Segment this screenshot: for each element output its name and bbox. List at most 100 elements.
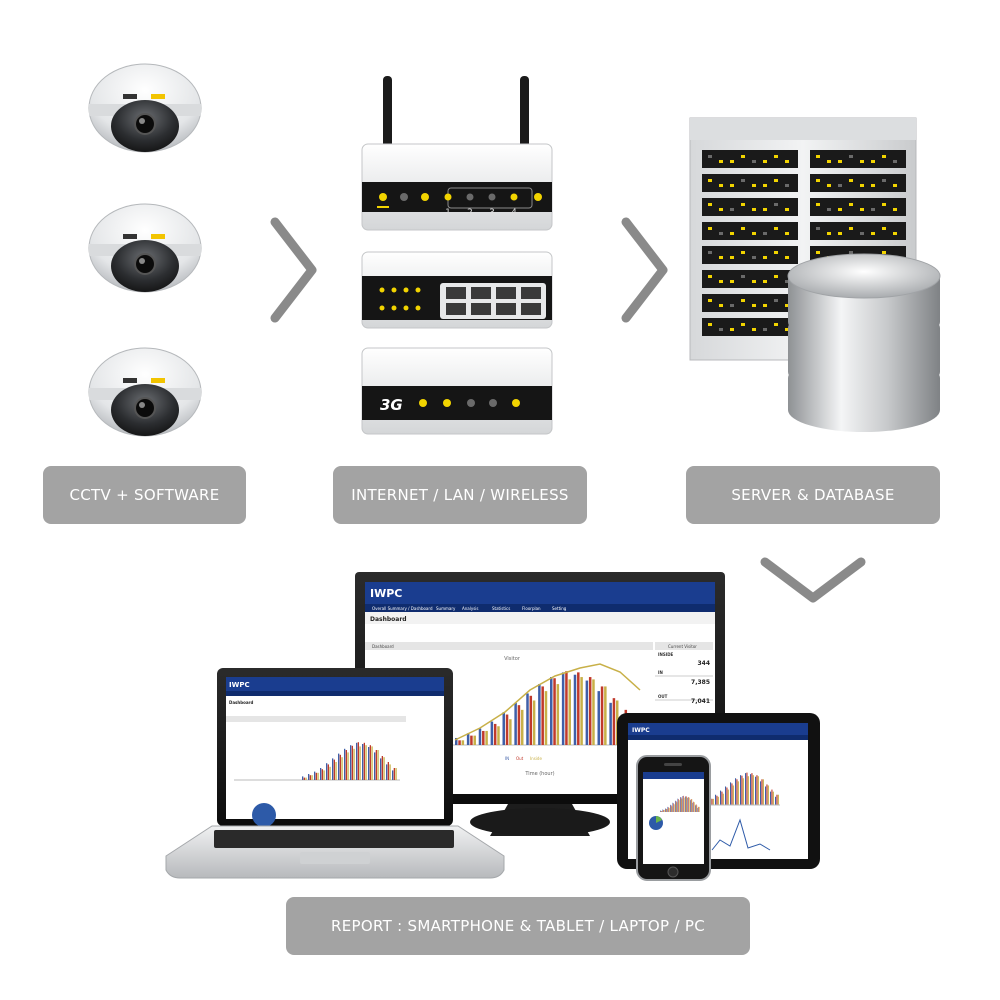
- server-unit: [810, 198, 906, 216]
- chart-bar: [529, 695, 533, 745]
- server-led: [730, 160, 734, 163]
- chart-bar: [514, 702, 517, 745]
- chart-bar: [745, 773, 747, 805]
- chart-bar: [341, 757, 343, 780]
- chart-bar: [309, 775, 311, 780]
- chart-bar: [677, 798, 679, 812]
- server-led: [774, 227, 778, 230]
- server-led: [827, 208, 831, 211]
- chart-bar: [775, 796, 777, 805]
- server-led: [752, 304, 756, 307]
- chart-bar: [374, 752, 376, 780]
- chart-bar: [473, 735, 476, 745]
- chart-bar: [338, 753, 340, 780]
- server-led: [763, 328, 767, 331]
- server-led: [871, 160, 875, 163]
- router-led-row: [444, 193, 542, 201]
- chart-bar: [458, 740, 461, 745]
- chart-bar: [747, 776, 749, 805]
- chart-bar: [520, 709, 524, 745]
- server-led: [730, 184, 734, 187]
- chart-bar: [666, 808, 668, 812]
- chart-bar: [350, 745, 352, 780]
- chart-bar: [502, 712, 505, 745]
- server-led: [719, 184, 723, 187]
- server-led: [763, 160, 767, 163]
- server-led: [838, 208, 842, 211]
- server-unit: [810, 150, 906, 168]
- chart-bar: [663, 809, 664, 812]
- server-led: [774, 155, 778, 158]
- chart-bar: [730, 782, 732, 805]
- server-led: [741, 227, 745, 230]
- stat-value: 7,041: [691, 698, 710, 705]
- chart-bar: [321, 769, 323, 780]
- chart-bar: [377, 750, 379, 780]
- server-led: [763, 280, 767, 283]
- chart-bar: [691, 799, 693, 812]
- server-led: [893, 232, 897, 235]
- cctv-label: CCTV + SOFTWARE: [43, 466, 246, 524]
- server-led: [708, 179, 712, 182]
- chart-bar: [715, 794, 717, 805]
- chart-bar: [597, 691, 600, 745]
- server-led: [882, 203, 886, 206]
- chart-bar: [314, 771, 316, 780]
- chart-bar: [604, 686, 607, 745]
- server-led: [752, 208, 756, 211]
- server-led: [730, 256, 734, 259]
- server-led: [882, 179, 886, 182]
- dashboard-tab[interactable]: Overall Summary / Dashboard: [372, 606, 433, 611]
- chart-bar: [721, 791, 723, 805]
- page-title: Dashboard: [370, 616, 407, 623]
- chart-bar: [665, 808, 666, 812]
- dashboard-tab[interactable]: Statistics: [492, 606, 510, 611]
- chart-bar: [690, 800, 691, 812]
- server-led: [816, 251, 820, 254]
- server-led: [752, 232, 756, 235]
- server-led: [849, 179, 853, 182]
- chart-bar: [674, 804, 675, 812]
- chart-bar: [757, 776, 759, 805]
- chart-bar: [712, 798, 714, 805]
- server-led: [752, 280, 756, 283]
- dashboard-tab[interactable]: Summary: [436, 606, 456, 611]
- stat-value: 344: [697, 660, 710, 667]
- network-switch-icon: [361, 251, 553, 329]
- chart-bar: [600, 686, 604, 745]
- chart-bar: [509, 719, 512, 745]
- server-led: [774, 275, 778, 278]
- server-label: SERVER & DATABASE: [686, 466, 940, 524]
- server-unit: [702, 270, 798, 288]
- chart-bar: [371, 746, 373, 780]
- laptop-page-title: Dashboard: [229, 700, 254, 705]
- server-led: [785, 232, 789, 235]
- chart-bar: [493, 723, 497, 745]
- dashboard-tab[interactable]: Floorplan: [522, 606, 541, 611]
- server-led: [860, 160, 864, 163]
- server-led: [827, 184, 831, 187]
- chart-bar: [692, 802, 694, 812]
- chart-bar: [544, 691, 548, 745]
- server-led: [893, 184, 897, 187]
- server-led: [785, 328, 789, 331]
- chart-bar: [671, 806, 673, 812]
- chart-bar: [565, 671, 568, 745]
- router-port-label: 1: [445, 208, 451, 218]
- server-led: [752, 184, 756, 187]
- dashboard-tab[interactable]: Setting: [552, 606, 567, 611]
- chart-bar: [771, 789, 773, 805]
- chart-bar: [538, 684, 541, 745]
- laptop-icon: [165, 668, 505, 879]
- chart-bar: [588, 677, 592, 745]
- server-led: [893, 160, 897, 163]
- chart-bar: [455, 737, 458, 745]
- legend-out: Out: [516, 756, 524, 761]
- chart-bar: [672, 802, 674, 812]
- chart-bar: [541, 686, 544, 745]
- chart-bar: [673, 803, 674, 812]
- chart-bar: [308, 774, 310, 780]
- chart-bar: [716, 795, 718, 805]
- server-led: [838, 160, 842, 163]
- dashboard-tab[interactable]: Analysis: [462, 606, 478, 611]
